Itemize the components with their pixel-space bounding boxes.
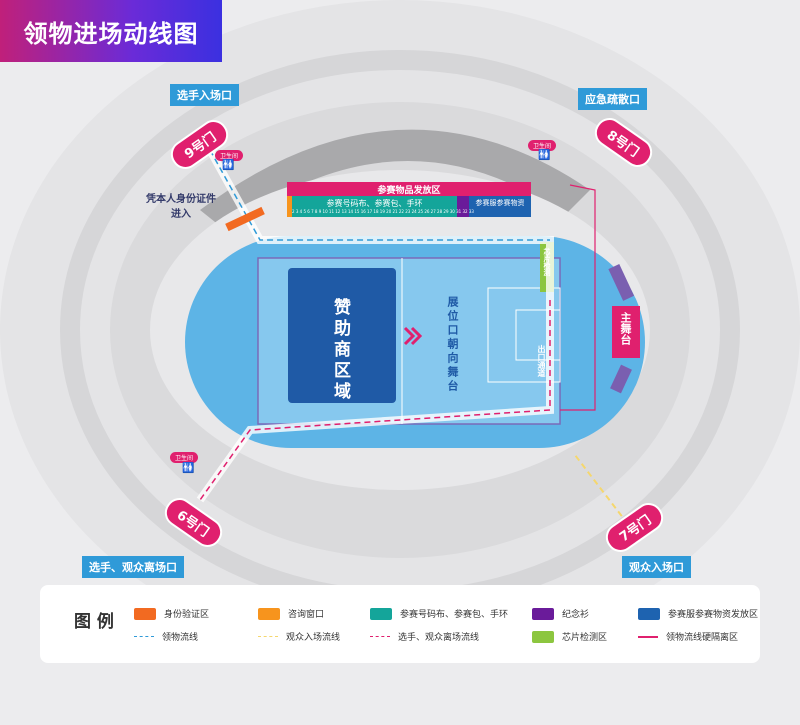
emergency-exit-label: 应急疏散口 [578,88,647,110]
booth-orientation-label: 展位口朝向舞台 [446,296,459,394]
dash-line [258,636,278,637]
legend-item: 纪念衫 [532,607,589,620]
legend-item: 参赛服参赛物资发放区 [638,607,758,620]
swatch [370,607,392,620]
legend-item: 观众入场流线 [258,630,340,643]
restroom-icon: 🚻 [538,150,551,161]
restroom-icon: 🚻 [222,160,235,171]
legend-title: 图 例 [74,612,114,632]
swatch [638,607,660,620]
exit-label: 选手、观众离场口 [82,556,184,578]
legend-item: 领物流线硬隔离区 [638,630,738,643]
swatch [532,607,554,620]
legend-item: 选手、观众离场流线 [370,630,479,643]
legend-item: 身份验证区 [134,607,209,620]
legend-item: 咨询窗口 [258,607,324,620]
restroom-tag: 卫生间 [528,140,557,151]
solid-line [638,635,658,638]
legend-item: 参赛号码布、参赛包、手环 [370,607,508,620]
swatch [532,630,554,643]
athlete-entrance-label: 选手入场口 [170,84,239,106]
booth-numbers: 2 3 4 5 6 7 8 9 10 11 12 13 14 15 16 17 … [292,209,474,214]
swatch [134,607,156,620]
id-entry-label: 凭本人身份证件进入 [146,194,216,220]
legend-item: 芯片检测区 [532,630,607,643]
sponsor-area [288,268,396,403]
chevron-right-icon [403,326,423,346]
exit-lane-label: 出口通道 [537,345,546,377]
dash-line [370,636,390,637]
audience-entrance-label: 观众入场口 [622,556,691,578]
restroom-tag: 卫生间 [215,150,244,161]
swatch [258,607,280,620]
jersey-area-label: 参赛服参赛物资 [475,199,525,207]
legend-item: 领物流线 [134,630,198,643]
bib-area-label: 参赛号码布、参赛包、手环 [326,199,423,208]
restroom-tag: 卫生间 [170,452,199,463]
dash-line [134,636,154,637]
main-stage-label: 主舞台 [619,312,632,345]
sponsor-area-label: 赞助商区域 [330,298,350,403]
pickup-zone-label: 参赛物品发放区 [377,186,441,196]
page-title: 领物进场动线图 [0,0,222,62]
chip-check-label: 芯片检测 [543,248,551,276]
legend: 图 例 身份验证区 咨询窗口 参赛号码布、参赛包、手环 纪念衫 参赛服参赛物资发… [40,585,760,663]
restroom-icon: 🚻 [182,463,195,474]
